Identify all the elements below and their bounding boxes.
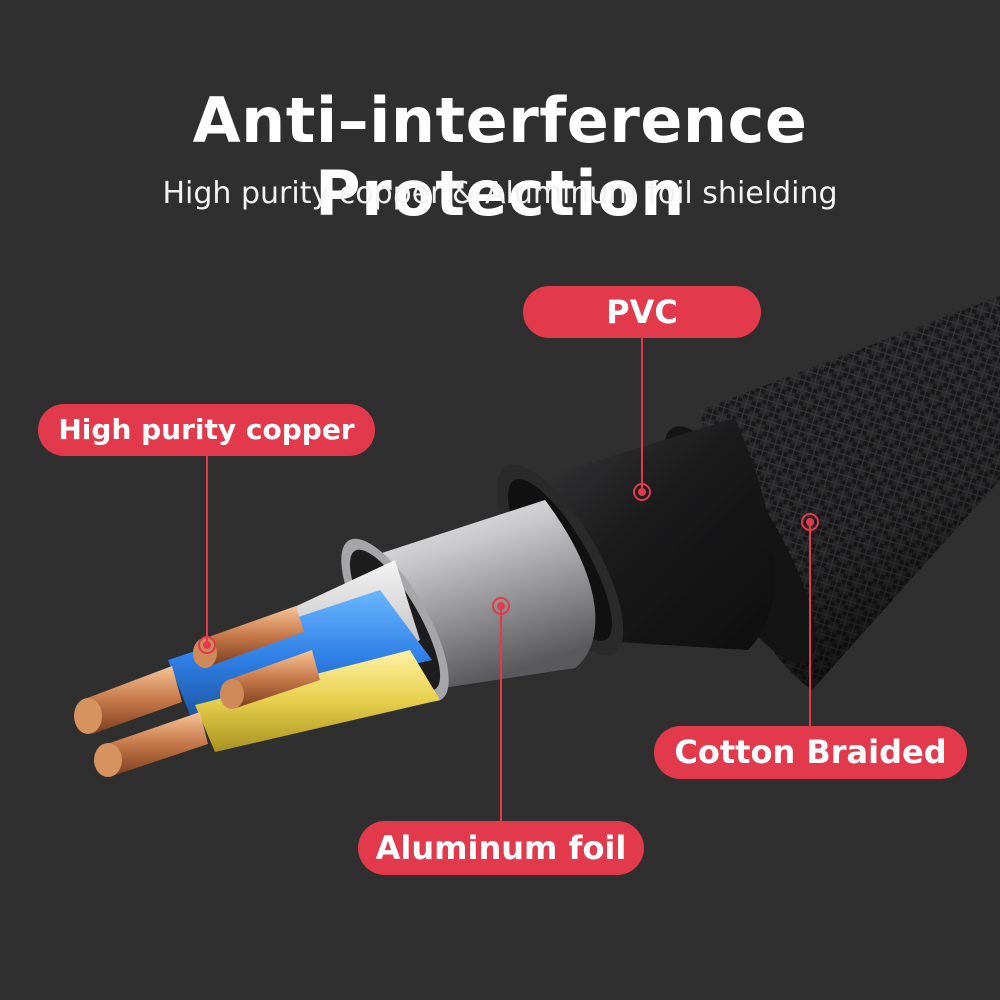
cotton-braided-jacket xyxy=(664,296,1000,690)
page-subtitle: High purity copper & Aluminum foil shiel… xyxy=(162,176,838,211)
pvc-label: PVC xyxy=(523,286,761,338)
cotton-braided-label: Cotton Braided xyxy=(654,726,967,779)
callout-markers xyxy=(198,483,819,654)
callout-lines xyxy=(206,338,811,821)
page-title: Anti–interference Protection xyxy=(192,84,808,230)
copper-label: High purity copper xyxy=(38,404,375,456)
inner-wires xyxy=(74,560,440,777)
aluminum-foil-label: Aluminum foil xyxy=(358,821,644,875)
